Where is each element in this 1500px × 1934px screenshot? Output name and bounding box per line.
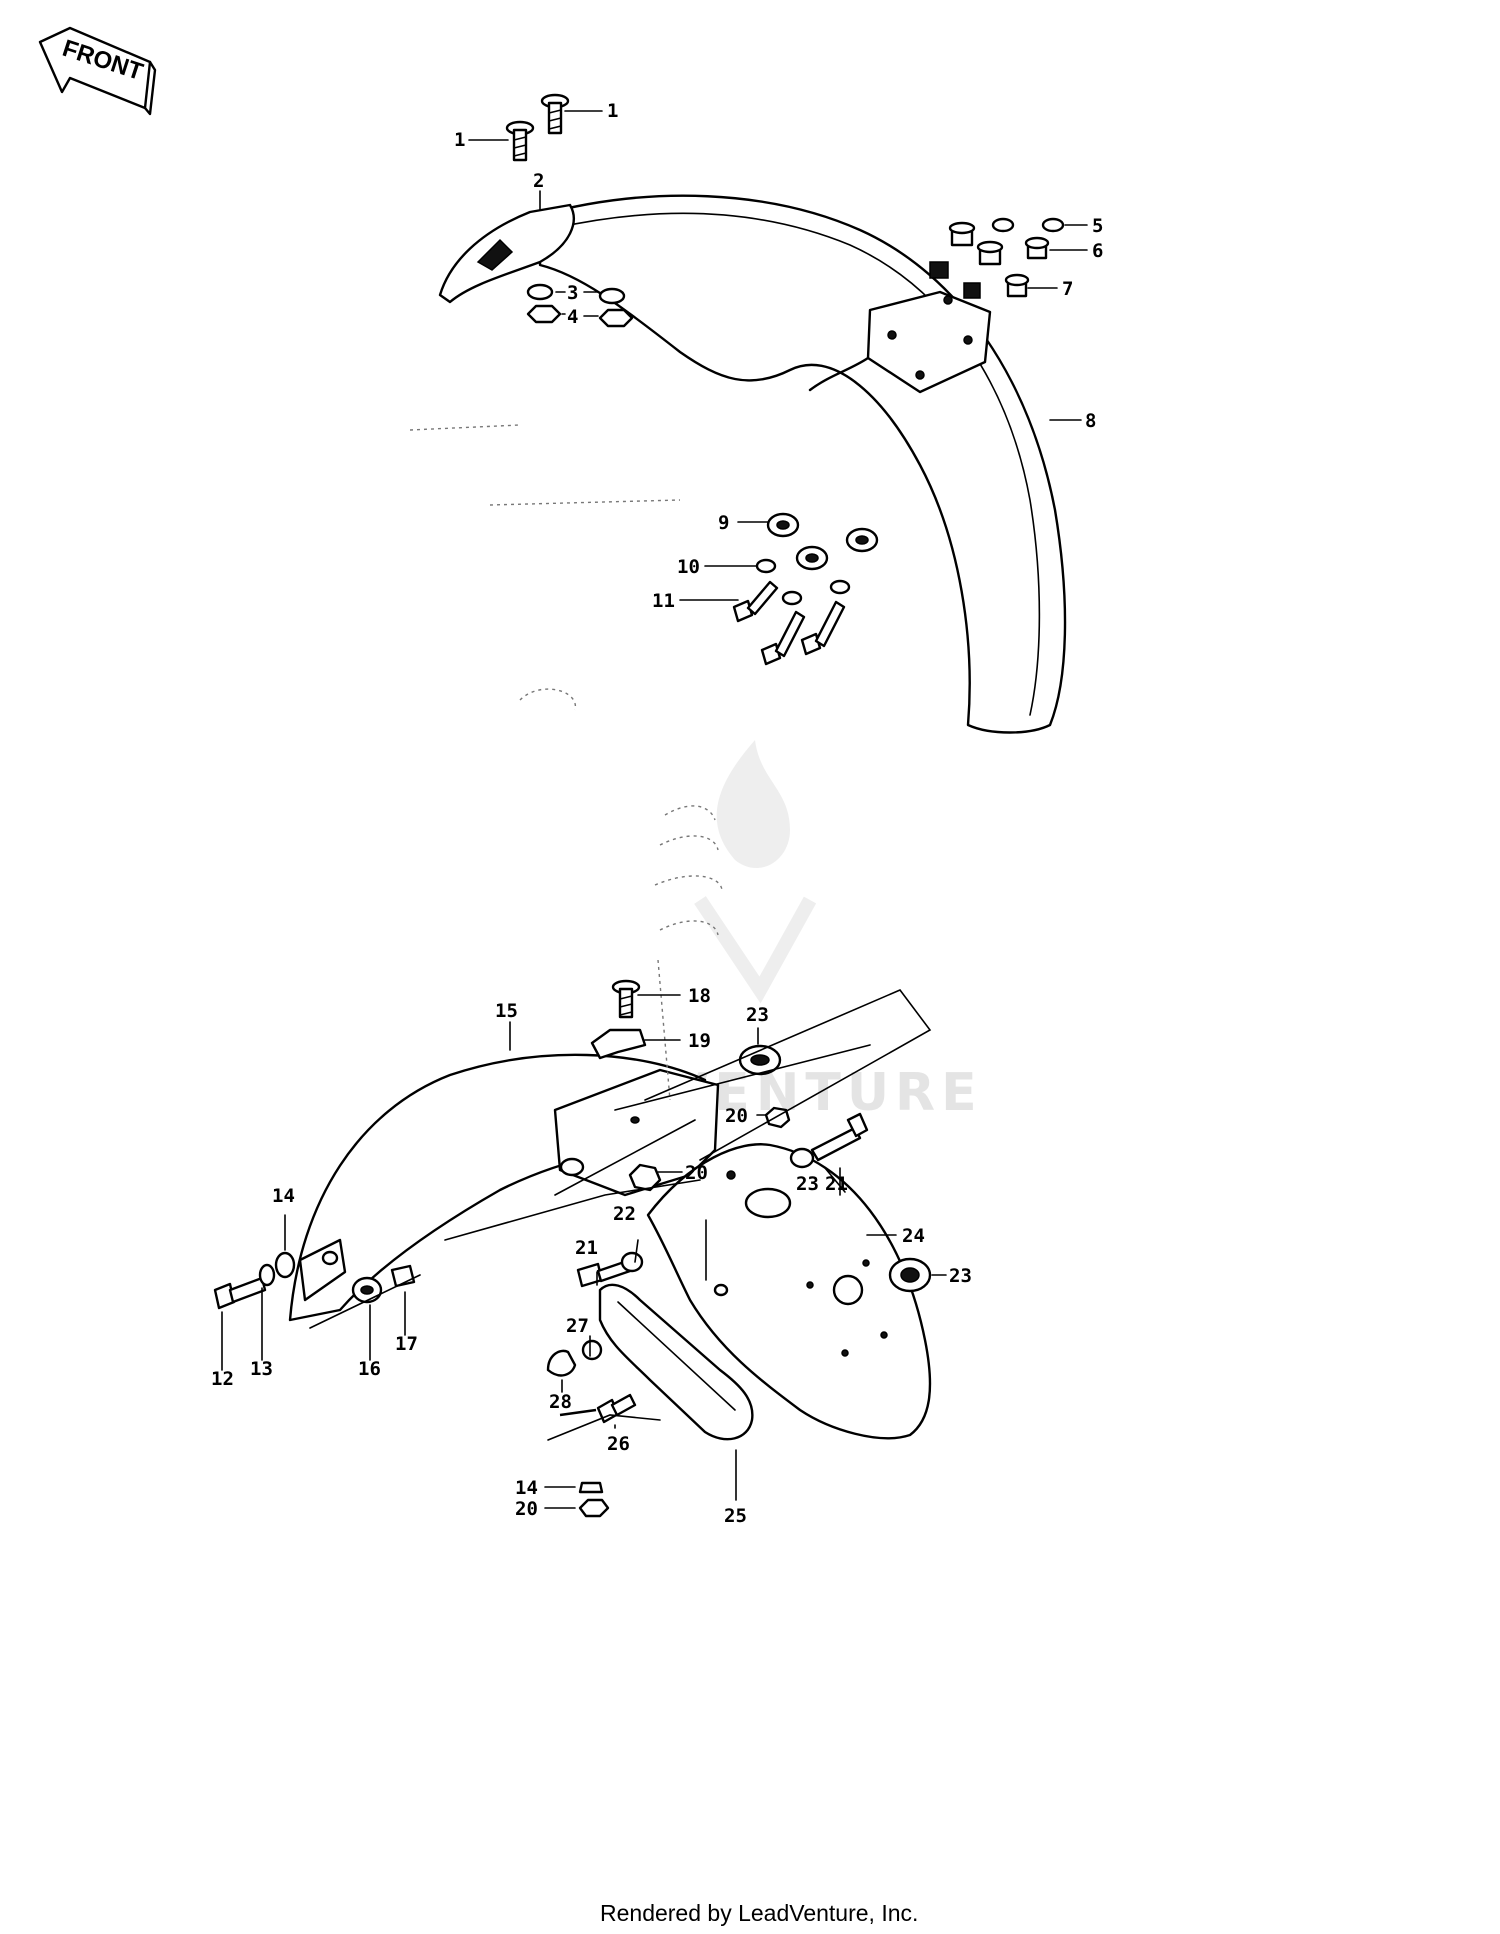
callout-18: 18	[688, 985, 711, 1007]
rear-flap-part-24	[646, 1143, 932, 1440]
washer-part-14-a	[274, 1251, 296, 1279]
callout-19: 19	[688, 1030, 711, 1052]
callout-27: 27	[566, 1315, 589, 1337]
callout-28: 28	[549, 1391, 572, 1413]
screw-part-1-b	[505, 120, 535, 162]
callout-11: 11	[652, 590, 675, 612]
washer-part-22	[620, 1251, 644, 1273]
bolt-part-11-a	[732, 580, 779, 623]
cap-nut-part-28	[546, 1349, 577, 1377]
lower-fender-assembly	[213, 805, 932, 1518]
callout-12: 12	[211, 1368, 234, 1390]
callout-20-a: 20	[725, 1105, 748, 1127]
callout-26: 26	[607, 1433, 630, 1455]
washer-part-10-b	[781, 590, 803, 606]
clamp-part-19	[590, 1028, 647, 1060]
callout-3: 3	[567, 282, 578, 304]
callout-21-b: 21	[575, 1237, 598, 1259]
callout-4: 4	[567, 306, 578, 328]
nut-part-20-c	[578, 1498, 610, 1518]
washer-part-27	[581, 1339, 603, 1361]
washer-part-5-b	[991, 217, 1015, 233]
callout-7: 7	[1062, 278, 1073, 300]
license-bracket-part-25	[598, 1283, 754, 1441]
callout-14-a: 14	[272, 1185, 295, 1207]
callout-15: 15	[495, 1000, 518, 1022]
washer-part-3-a	[526, 283, 554, 301]
nut-part-20-a	[628, 1163, 662, 1192]
bolt-part-11-b	[760, 610, 806, 666]
callout-20-c: 20	[515, 1498, 538, 1520]
callout-17: 17	[395, 1333, 418, 1355]
callout-14-b: 14	[515, 1477, 538, 1499]
lower-leader-lines	[221, 994, 947, 1509]
nut-part-4-b	[598, 308, 634, 328]
callout-20-b: 20	[685, 1162, 708, 1184]
callout-22: 22	[613, 1203, 636, 1225]
callout-24: 24	[902, 1225, 925, 1247]
callout-23-a: 23	[746, 1004, 769, 1026]
nut-part-4-a	[526, 304, 562, 324]
callout-8: 8	[1085, 410, 1096, 432]
grommet-part-7-b	[963, 282, 981, 299]
washer-part-3-b	[598, 287, 626, 305]
callout-23-b: 23	[796, 1173, 819, 1195]
callout-13: 13	[250, 1358, 273, 1380]
front-fender-part-8	[538, 194, 1067, 734]
callout-6: 6	[1092, 240, 1103, 262]
callout-9: 9	[718, 512, 729, 534]
washer-part-13	[258, 1263, 276, 1287]
callout-2: 2	[533, 170, 544, 192]
bolt-part-26	[559, 1393, 637, 1424]
washer-part-14-b	[578, 1481, 604, 1494]
bolt-part-21-a	[810, 1112, 869, 1162]
callout-5: 5	[1092, 215, 1103, 237]
screw-part-1-a	[540, 93, 570, 135]
footer-credit: Rendered by LeadVenture, Inc.	[600, 1900, 918, 1926]
callout-23-c: 23	[949, 1265, 972, 1287]
upper-fender-assembly	[409, 93, 1067, 734]
callout-10: 10	[677, 556, 700, 578]
washer-part-10-a	[755, 558, 777, 574]
front-arrow-icon: FRONT	[38, 26, 157, 116]
upper-leader-lines	[468, 110, 1088, 601]
washer-part-23-b	[789, 1147, 815, 1169]
callout-1-b: 1	[454, 129, 465, 151]
callout-16: 16	[358, 1358, 381, 1380]
callout-21-a: 21	[825, 1173, 848, 1195]
callout-1-a: 1	[607, 100, 618, 122]
screw-part-18	[611, 979, 641, 1019]
callout-25: 25	[724, 1505, 747, 1527]
washer-part-10-c	[829, 579, 851, 595]
bolt-part-12	[213, 1276, 267, 1310]
washer-part-5-a	[1041, 217, 1065, 233]
bolt-part-11-c	[800, 600, 846, 656]
callout-labels: 1 1 2 3 4 5 6 7 8 9 10 11 12 13 14 14 15…	[211, 100, 1103, 1527]
grommet-part-7-a	[929, 261, 949, 279]
